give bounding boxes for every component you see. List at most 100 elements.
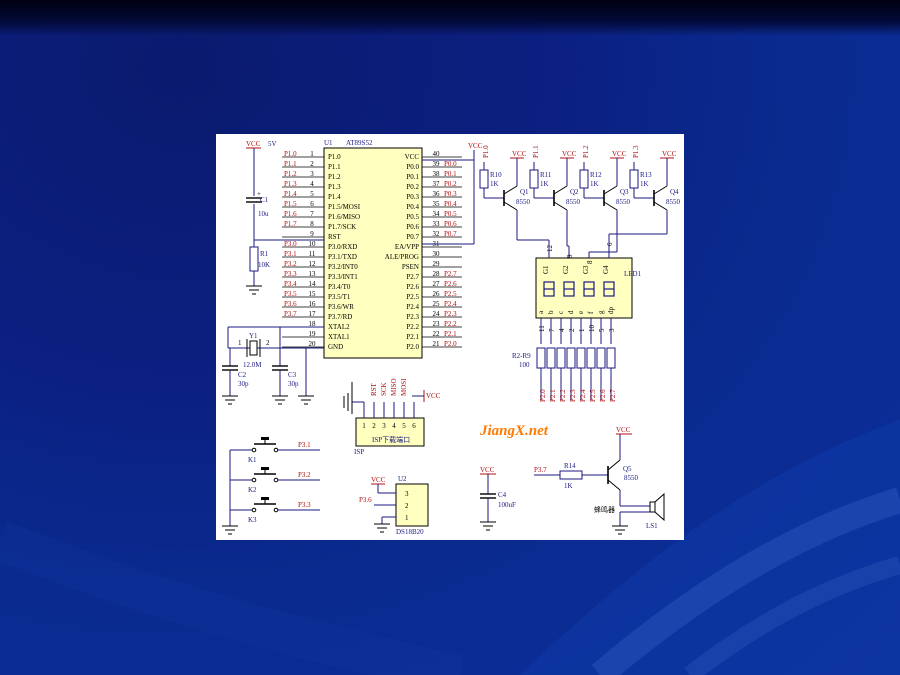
mcu-right-pin-name: P2.7 [406,273,419,281]
segment-net: P2.6 [599,389,607,402]
mcu-right-pin-number: 26 [433,290,441,298]
button-net: P3.2 [298,471,311,479]
c3-value: 30p [288,380,299,388]
mcu-left-pin-number: 6 [310,200,314,208]
vcc-label: VCC [246,140,261,148]
segment-resistor [596,347,606,369]
mcu-left-pin-number: 12 [309,260,317,268]
u2-vcc: VCC [371,476,386,484]
mcu-left-pin-number: 9 [310,230,314,238]
mcu-right-pin-net: P0.7 [444,230,457,238]
driver-net: P1.1 [532,145,540,158]
button-ref: K2 [248,486,257,494]
mcu-left-pin-name: P1.2 [328,173,341,181]
mcu-right-pin-name: P0.0 [406,163,419,171]
mcu-left-pin-name: P1.4 [328,193,341,201]
mcu-left-pin-number: 2 [310,160,314,168]
driver-transistor-emitter [653,185,668,195]
driver-resistor [579,169,589,189]
led-digit-label: G3 [582,265,590,274]
mcu-right-pin-name: P2.6 [406,283,419,291]
mcu-left-pin-name: P3.0/RXD [328,243,357,251]
mcu-right-pin-name: P2.0 [406,343,419,351]
led-digit-pin: 8 [586,260,594,264]
mcu-left-pin-name: P1.1 [328,163,341,171]
driver-transistor-collector [553,201,568,211]
mcu-right-pin-number: 25 [433,300,441,308]
segment-resistor [546,347,556,369]
driver-transistor-emitter [603,185,618,195]
mcu-right-pin-number: 30 [433,250,441,258]
mcu-right-pin-number: 38 [433,170,441,178]
mcu-right-pin-name: VCC [405,153,420,161]
led-segment-pin: 7 [548,328,556,332]
crystal-circuit: 1 2 Y1 12.0M C2 30p C3 30p [222,326,324,405]
led-segment-label: d [567,310,575,314]
resistor-array-value: 100 [519,361,530,369]
driver-r-value: 1K [540,180,549,188]
mcu-right-pin-net: P0.0 [444,160,457,168]
mcu-right-pin-number: 32 [433,230,441,238]
buzzer-label: 蜂鸣器 [594,505,615,514]
u2-body [395,483,429,527]
mcu-left-pin-net: P3.4 [284,280,297,288]
led-digit-pin: 6 [606,242,614,246]
isp-signal: RST [370,382,378,396]
button-ref: K1 [248,456,257,464]
driver-r-value: 1K [640,180,649,188]
top-dark-band [0,0,900,36]
led-segment-pin: 11 [538,325,546,332]
mcu-left-pin-number: 16 [309,300,317,308]
mcu-left-pin-net: P3.7 [284,310,297,318]
q5-value: 8550 [624,474,639,482]
mcu-left-pin-name: XTAL2 [328,323,350,331]
c1-ref: C1 [260,196,269,204]
driver-resistor [629,169,639,189]
u2-ref: U2 [398,475,407,483]
button-net: P3.3 [298,501,311,509]
mcu-left-pin-net: P3.2 [284,260,297,268]
mcu-right-pin-number: 35 [433,200,441,208]
segment-net: P2.3 [569,389,577,402]
resistor-array-ref: R2-R9 [512,352,531,360]
mcu-right-pin-number: 23 [433,320,441,328]
led-segment-pin: 3 [608,328,616,332]
mcu-right-pin-name: P0.2 [406,183,419,191]
segment-net: P2.0 [539,389,547,402]
mcu-left-pin-net: P1.1 [284,160,297,168]
mcu-right-pin-net: P0.4 [444,200,457,208]
driver-r-ref: R11 [540,171,552,179]
driver-r-ref: R13 [640,171,652,179]
mcu-right-pin-net: P2.2 [444,320,457,328]
button-contact [251,447,257,453]
mcu-right-pin-name: PSEN [402,263,419,271]
r1-value: 10K [258,261,270,269]
mcu-left-pin-number: 8 [310,220,314,228]
mcu-right-pin-name: P0.4 [406,203,419,211]
driver-resistor [479,169,489,189]
mcu-right-pin-net: P2.3 [444,310,457,318]
mcu-left-pin-name: P1.6/MISO [328,213,360,221]
driver-q-value: 8550 [516,198,531,206]
mcu-right-pin-name: P0.3 [406,193,419,201]
isp-label: ISP下载端口 [372,435,410,444]
c4-value: 100uF [498,501,516,509]
y1-pin1: 1 [238,339,242,347]
mcu-left-pin-net: P3.5 [284,290,297,298]
led-segment-pin: 10 [588,325,596,333]
mcu-right-pin-net: P2.7 [444,270,457,278]
isp-signal: SCK [380,382,388,396]
isp-body [355,417,425,447]
driver-vcc: VCC [612,150,627,158]
mcu-right-pin-net: P2.6 [444,280,457,288]
mcu-left-pin-name: P3.6/WR [328,303,354,311]
mcu-right-pin-net: P2.5 [444,290,457,298]
led-digit-label: G4 [602,265,610,274]
isp-signal: MOSI [400,378,408,396]
mcu-right-pin-name: EA/VPP [395,243,419,251]
isp-vcc: VCC [426,392,441,400]
